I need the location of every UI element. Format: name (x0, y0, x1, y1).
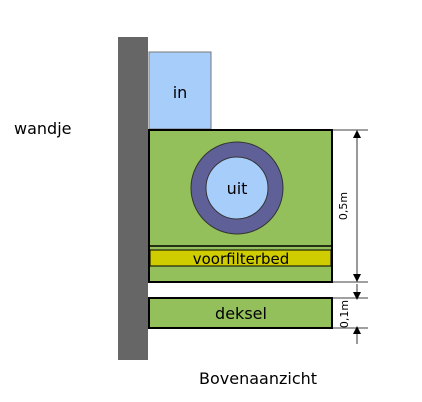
prefilter-bed-label: voorfilterbed (193, 250, 290, 268)
dim-main-label: 0,5m (337, 192, 350, 220)
lid-label: deksel (215, 304, 267, 323)
outlet-core (205, 156, 269, 220)
lid (148, 297, 333, 329)
dim-lid-label: 0,1m (338, 300, 351, 328)
wall-label: wandje (14, 119, 71, 138)
prefilter-bed (149, 249, 332, 267)
inlet-box (148, 51, 212, 130)
view-title: Bovenaanzicht (199, 369, 317, 388)
inlet-label: in (173, 83, 188, 102)
wall (118, 37, 148, 360)
outlet-label: uit (227, 179, 248, 198)
